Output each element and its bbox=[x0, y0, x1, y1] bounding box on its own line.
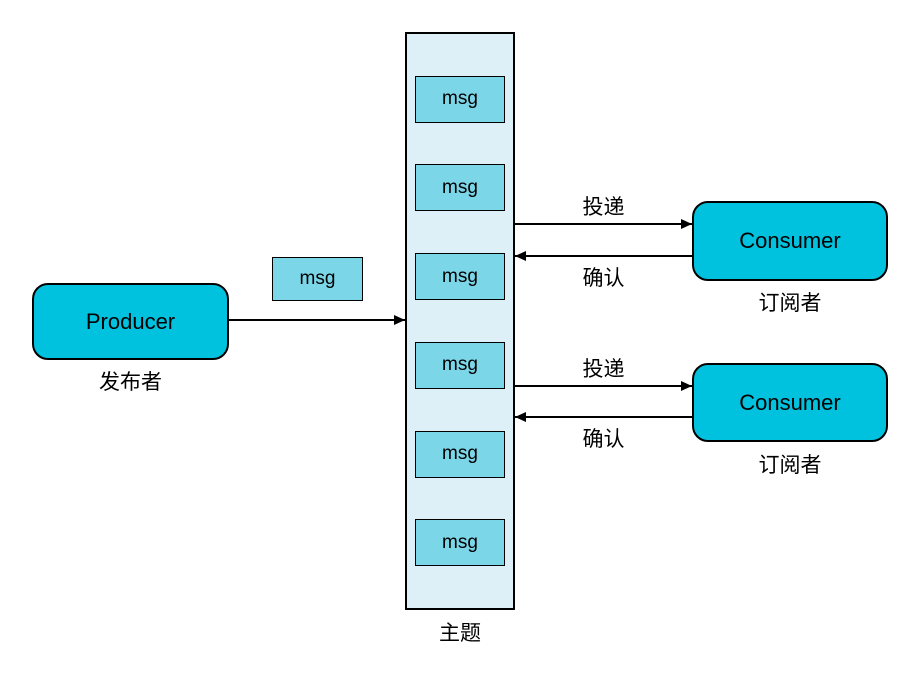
queued-message-box: msg bbox=[415, 164, 505, 212]
producer-label: Producer bbox=[85, 308, 176, 334]
queued-message-box: msg bbox=[415, 75, 505, 123]
deliver-label-bottom: 投递 bbox=[582, 358, 625, 381]
consumer-caption-top: 订阅者 bbox=[758, 292, 822, 315]
queued-message-label: msg bbox=[442, 443, 478, 465]
queued-message-label: msg bbox=[442, 88, 478, 110]
queued-message-box: msg bbox=[415, 430, 505, 478]
consumer-label-top: Consumer bbox=[739, 228, 841, 253]
queued-message-label: msg bbox=[442, 265, 478, 287]
ack-arrow-top bbox=[515, 251, 692, 261]
deliver-arrow-top bbox=[515, 219, 692, 229]
queued-message-box: msg bbox=[415, 253, 505, 301]
queued-message-label: msg bbox=[442, 531, 478, 553]
ack-label-bottom: 确认 bbox=[582, 428, 625, 451]
queued-message-label: msg bbox=[442, 354, 478, 376]
producer-caption: 发布者 bbox=[99, 371, 162, 394]
deliver-label-top: 投递 bbox=[582, 196, 625, 219]
deliver-arrow-bottom bbox=[515, 381, 692, 391]
in-flight-message-label: msg bbox=[299, 268, 336, 289]
queued-message-label: msg bbox=[442, 176, 478, 198]
ack-arrow-bottom bbox=[515, 412, 692, 422]
consumer-node-top: Consumer bbox=[692, 201, 888, 281]
consumer-caption-bottom: 订阅者 bbox=[758, 454, 822, 477]
consumer-node-bottom: Consumer bbox=[692, 363, 888, 442]
topic-queue: msg msg msg msg msg msg bbox=[405, 32, 515, 610]
queued-message-box: msg bbox=[415, 519, 505, 567]
consumer-label-bottom: Consumer bbox=[739, 389, 841, 415]
queued-message-box: msg bbox=[415, 341, 505, 389]
publish-arrow bbox=[228, 315, 405, 325]
ack-label-top: 确认 bbox=[582, 267, 625, 290]
topic-caption: 主题 bbox=[439, 622, 481, 645]
in-flight-message-box: msg bbox=[272, 257, 363, 301]
producer-node: Producer bbox=[32, 283, 229, 360]
